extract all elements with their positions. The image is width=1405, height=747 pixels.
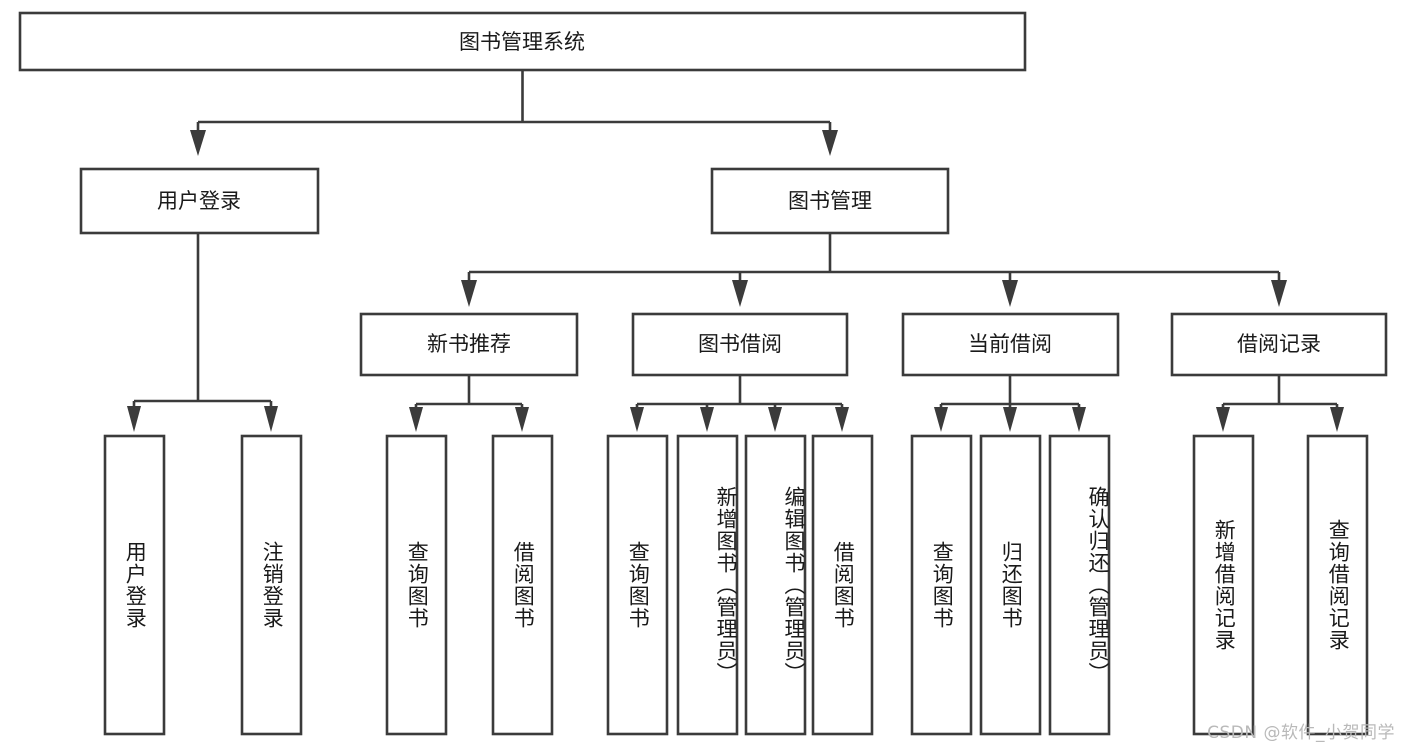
node-book-borrow-box[interactable]: [631, 312, 849, 377]
leaf-box-nbr-borrow-book[interactable]: [491, 434, 554, 736]
leaf-box-bb-add-book[interactable]: [676, 434, 739, 736]
node-current-borrow[interactable]: 当前借阅: [901, 312, 1120, 377]
node-root[interactable]: 图书管理系统: [18, 11, 1027, 72]
node-user-login-box[interactable]: [79, 167, 320, 235]
node-new-book-rec-box[interactable]: [359, 312, 579, 377]
node-borrow-record-box[interactable]: [1170, 312, 1388, 377]
node-user-login[interactable]: 用户登录: [79, 167, 320, 235]
arrow-head-leaf-user-login: [127, 406, 141, 432]
node-new-book-rec-label: 新书推荐: [427, 332, 511, 356]
leaf-box-br-query-record[interactable]: [1306, 434, 1369, 736]
node-book-manage-box[interactable]: [710, 167, 950, 235]
leaf-box-bb-edit-book[interactable]: [744, 434, 807, 736]
arrow-head-current-borrow: [1002, 280, 1018, 307]
arrow-head-leaf-logout: [264, 406, 278, 432]
node-current-borrow-box[interactable]: [901, 312, 1120, 377]
arrow-head-cb-query: [934, 407, 948, 432]
arrow-head-nbr-query: [409, 407, 423, 432]
node-root-box[interactable]: [18, 11, 1027, 72]
leaf-box-cb-return-book[interactable]: [979, 434, 1042, 736]
node-book-borrow[interactable]: 图书借阅: [631, 312, 849, 377]
leaf-box-nbr-query-book[interactable]: [385, 434, 448, 736]
arrow-head-book-manage: [822, 130, 838, 156]
edge-group-root: [190, 70, 838, 156]
node-book-manage-label: 图书管理: [788, 189, 872, 213]
arrow-head-nbr-borrow: [515, 407, 529, 432]
arrow-head-borrow-record: [1271, 280, 1287, 307]
edge-group-book-manage: [461, 233, 1287, 307]
edge-group-borrow-record: [1216, 375, 1344, 432]
leaf-box-bb-borrow-book[interactable]: [811, 434, 874, 736]
leaf-box-cb-confirm-return[interactable]: [1048, 434, 1111, 736]
arrow-head-user-login: [190, 130, 206, 156]
arrow-head-new-book-rec: [461, 280, 477, 307]
leaf-box-user-login[interactable]: [103, 434, 166, 736]
arrow-head-br-query: [1330, 407, 1344, 432]
arrow-head-bb-add: [700, 407, 714, 432]
node-current-borrow-label: 当前借阅: [968, 332, 1052, 356]
leaf-box-group: [103, 434, 1369, 736]
edge-group-book-borrow: [630, 375, 849, 432]
node-book-manage[interactable]: 图书管理: [710, 167, 950, 235]
leaf-box-br-add-record[interactable]: [1192, 434, 1255, 736]
node-new-book-rec[interactable]: 新书推荐: [359, 312, 579, 377]
leaf-box-bb-query-book[interactable]: [606, 434, 669, 736]
node-book-borrow-label: 图书借阅: [698, 332, 782, 356]
arrow-head-cb-return: [1003, 407, 1017, 432]
node-borrow-record-label: 借阅记录: [1237, 332, 1321, 356]
node-user-login-label: 用户登录: [157, 189, 241, 213]
arrow-head-br-add: [1216, 407, 1230, 432]
arrow-head-bb-borrow: [835, 407, 849, 432]
edge-group-user-login: [127, 233, 278, 432]
arrow-head-book-borrow: [732, 280, 748, 307]
arrow-head-cb-confirm: [1072, 407, 1086, 432]
node-root-label: 图书管理系统: [459, 30, 585, 54]
arrow-head-bb-query: [630, 407, 644, 432]
arrow-head-bb-edit: [768, 407, 782, 432]
edge-group-new-book-rec: [409, 375, 529, 432]
leaf-box-cb-query-book[interactable]: [910, 434, 973, 736]
node-borrow-record[interactable]: 借阅记录: [1170, 312, 1388, 377]
leaf-box-logout[interactable]: [240, 434, 303, 736]
edge-group-current-borrow: [934, 375, 1086, 432]
watermark-text: CSDN @软件_小贺同学: [1207, 723, 1395, 743]
